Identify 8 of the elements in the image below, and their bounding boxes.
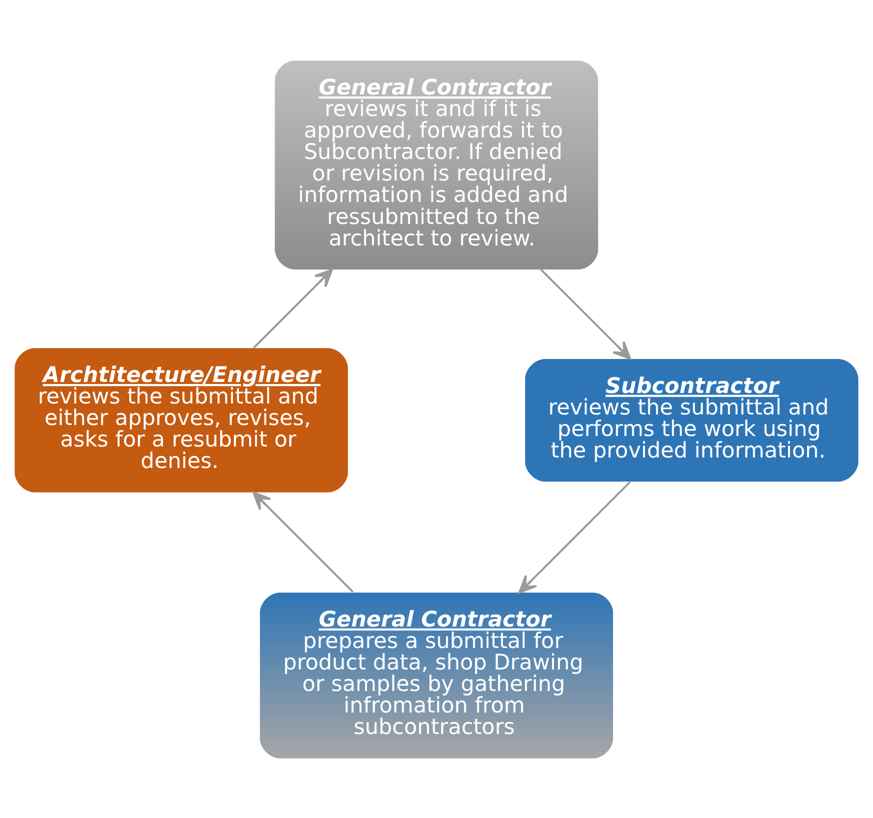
node-box: General Contractor reviews it and if it is approved, forwards it to Subcontractor. If denied or revision is required, information is added and ressubmitted to the architect to review. — [274, 60, 598, 270]
node-box: Archtitecture/Engineer reviews the submittal and either approves, revises, asks for a resubmit or denies. — [14, 348, 348, 492]
arrow — [252, 490, 354, 592]
arrow — [540, 268, 632, 360]
arrow — [253, 268, 333, 348]
node-box: Subcontractor reviews the submittal and performs the work using the provided information. — [525, 358, 858, 482]
node-box: General Contractor prepares a submittal for product data, shop Drawing or samples by gathering infromation from subcontractors — [260, 592, 614, 758]
arrow — [518, 480, 631, 594]
